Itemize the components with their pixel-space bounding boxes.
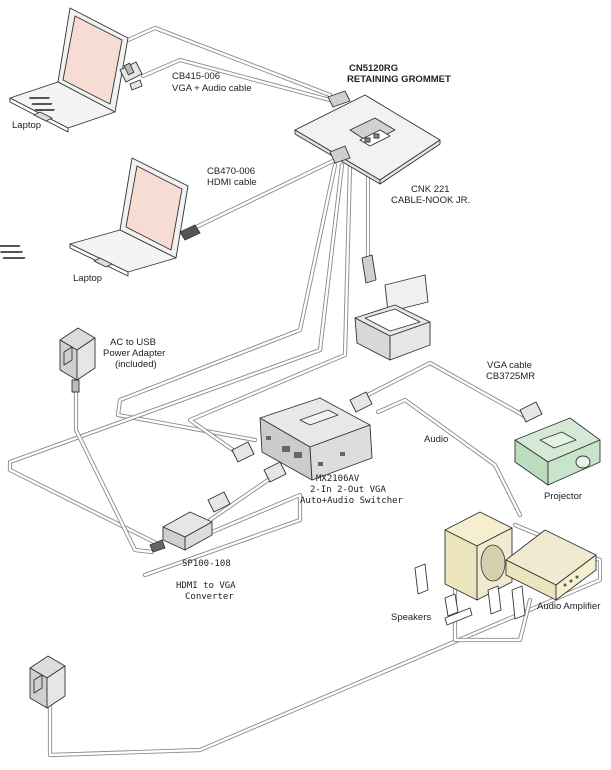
grommet-model-label: CN5120RG [349, 63, 398, 74]
cnk-desc-label: CABLE-NOOK JR. [391, 195, 470, 206]
vga-cable-label: VGA cable [487, 360, 532, 371]
laptop-top-screen [62, 15, 123, 105]
vga-plug-top [119, 61, 143, 91]
cb470-desc-label: HDMI cable [207, 177, 257, 188]
cb470-model-label: CB470-006 [207, 166, 255, 177]
converter-line2-label: HDMI to VGA [176, 581, 236, 591]
laptop-top: Laptop [9, 7, 129, 133]
switcher-line2-label: 2-In 2-Out VGA [310, 485, 386, 495]
ac-adapter-bottom [29, 655, 66, 709]
speakers-label: Speakers [391, 612, 431, 623]
audio-amplifier [505, 529, 597, 601]
ac-label-line1: AC to USB [110, 337, 156, 348]
laptop-mid: Laptop [0, 157, 189, 284]
audio-label: Audio [424, 434, 448, 445]
cable-nook [354, 254, 431, 361]
laptop-top-label: Laptop [12, 120, 41, 131]
hdmi-plug [179, 224, 201, 241]
cnk-model-label: CNK 221 [411, 184, 450, 195]
converter-line3-label: Converter [185, 592, 234, 602]
grommet-desc-label: RETAINING GROMMET [347, 74, 451, 85]
cb415-desc-label: VGA + Audio cable [172, 83, 252, 94]
switcher-mx2106av [259, 397, 373, 481]
projector: Projector [514, 417, 601, 502]
projector-label: Projector [544, 491, 582, 502]
switcher-plugs [207, 391, 543, 513]
vga-cable-model-label: CB3725MR [486, 371, 535, 382]
laptop-mid-label: Laptop [73, 273, 102, 284]
grommet-table [294, 90, 441, 185]
cb415-model-label: CB415-006 [172, 71, 220, 82]
converter-model-label: SP100-108 [182, 559, 231, 569]
converter-sp100 [149, 511, 213, 553]
ac-adapter-top [59, 327, 96, 393]
switcher-line3-label: Auto+Audio Switcher [300, 496, 404, 506]
laptop-mid-screen [125, 165, 183, 251]
speaker-grille [480, 544, 506, 582]
ac-label-line2: Power Adapter [103, 348, 165, 359]
amplifier-label: Audio Amplifier [537, 601, 600, 612]
ac-label-line3: (included) [115, 359, 157, 370]
speakers [414, 511, 526, 626]
switcher-model-label: MX2106AV [316, 474, 360, 484]
